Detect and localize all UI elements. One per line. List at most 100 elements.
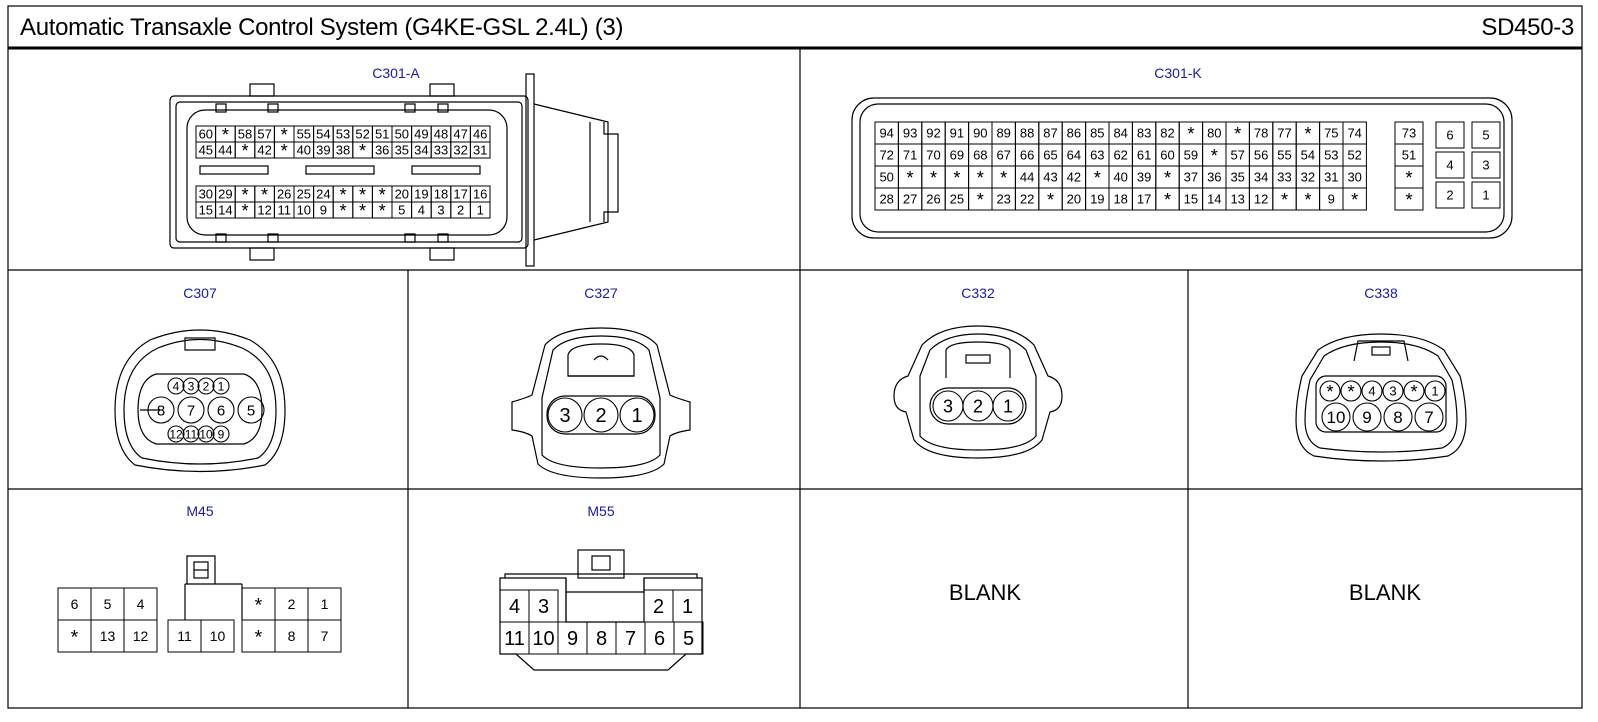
c307-pin-circle: [167, 377, 185, 395]
pin-label: 20: [1067, 192, 1081, 207]
c301k-label: C301-K: [1154, 65, 1202, 81]
pin-label: 5: [104, 596, 112, 612]
pin-label: 36: [1207, 170, 1221, 185]
pin-label: *: [379, 201, 386, 221]
pin-label: 11: [185, 427, 198, 441]
pin-label: 13: [1230, 192, 1244, 207]
pin-label: *: [977, 190, 984, 210]
pin-label: 1: [218, 379, 225, 393]
pin-label: 71: [903, 148, 917, 163]
pin-label: 7: [187, 402, 195, 419]
pin-label: *: [1047, 190, 1054, 210]
pin-label: 5: [683, 628, 694, 650]
pin-label: 11: [504, 628, 525, 650]
c338-pin-circle: [1319, 380, 1341, 402]
pin-label: 7: [625, 628, 636, 650]
pin-label: 9: [567, 628, 578, 650]
pin-label: 35: [395, 143, 409, 158]
pin-label: 15: [1184, 192, 1198, 207]
pin-label: 23: [996, 192, 1010, 207]
c307-pin-circle: [197, 425, 215, 443]
m45-label: M45: [186, 503, 213, 519]
pin-label: *: [977, 168, 984, 188]
pin-label: 56: [1254, 148, 1268, 163]
pin-label: 19: [1090, 192, 1104, 207]
pin-label: 29: [218, 187, 232, 202]
pin-label: 91: [950, 126, 964, 141]
pin-label: *: [241, 201, 248, 221]
pin-label: 46: [473, 127, 487, 142]
c327-pin-circle: [619, 397, 655, 433]
pin-label: 19: [414, 187, 428, 202]
c332-housing: [893, 325, 1063, 459]
pin-label: *: [339, 185, 346, 205]
pin-label: *: [1211, 146, 1218, 166]
pin-label: 20: [395, 187, 409, 202]
layout-grid: [7, 5, 1583, 709]
m45-pin-cell: [307, 619, 342, 653]
pin-label: 16: [473, 187, 487, 202]
pin-label: 8: [157, 402, 165, 419]
pin-label: *: [1405, 190, 1412, 210]
pin-label: 6: [71, 596, 79, 612]
c301k-pin-cell: [1435, 121, 1465, 149]
page-title: Automatic Transaxle Control System (G4KE…: [20, 14, 624, 41]
title-bar: Automatic Transaxle Control System (G4KE…: [8, 6, 1582, 46]
pin-label: *: [1351, 190, 1358, 210]
page-code: SD450-3: [1481, 14, 1574, 41]
pin-label: *: [1410, 382, 1417, 402]
pin-label: 35: [1230, 170, 1244, 185]
pin-label: 64: [1067, 148, 1081, 163]
pin-label: 27: [903, 192, 917, 207]
pin-label: 73: [1402, 126, 1416, 141]
pin-label: 14: [1207, 192, 1221, 207]
c338-pin-circle: [1361, 380, 1383, 402]
c338-pin-circle: [1382, 380, 1404, 402]
pin-label: *: [1000, 168, 1007, 188]
c301k-pin-cell: [1342, 187, 1367, 211]
c338-housing: [1295, 333, 1467, 462]
pin-label: 24: [316, 187, 330, 202]
c307-pin-circle: [197, 377, 215, 395]
pin-label: *: [281, 141, 288, 161]
c307-housing: [114, 329, 286, 473]
pin-label: 86: [1067, 126, 1081, 141]
pin-label: 10: [199, 427, 213, 441]
pin-label: *: [71, 627, 79, 649]
pin-label: 53: [336, 127, 350, 142]
pin-label: *: [1326, 382, 1333, 402]
pin-label: 13: [100, 628, 116, 644]
pin-label: 50: [395, 127, 409, 142]
pin-label: 69: [950, 148, 964, 163]
pin-label: 1: [631, 405, 642, 427]
c338-pin-circle: [1424, 380, 1446, 402]
pin-label: 25: [297, 187, 311, 202]
pin-label: *: [1405, 168, 1412, 188]
blank-label-right: BLANK: [1349, 580, 1421, 605]
pin-label: 4: [1368, 384, 1375, 399]
pin-label: *: [359, 185, 366, 205]
pin-label: 66: [1020, 148, 1034, 163]
pin-label: 60: [1160, 148, 1174, 163]
pin-label: *: [255, 595, 263, 617]
pin-label: 2: [653, 596, 664, 618]
pin-label: *: [241, 185, 248, 205]
c301k-housing: [851, 97, 1513, 239]
pin-label: 48: [434, 127, 448, 142]
pin-label: 5: [247, 402, 255, 419]
pin-label: *: [1304, 124, 1311, 144]
pin-label: 39: [1137, 170, 1151, 185]
pin-label: 3: [1482, 158, 1489, 173]
pin-label: *: [359, 201, 366, 221]
pin-label: *: [255, 627, 263, 649]
pin-label: 93: [903, 126, 917, 141]
pin-label: 15: [199, 203, 213, 218]
pin-label: 87: [1043, 126, 1057, 141]
pin-label: *: [1187, 124, 1194, 144]
pin-label: 4: [137, 596, 145, 612]
pin-label: 12: [169, 427, 183, 441]
c301k-pin-cell: [1471, 181, 1501, 209]
pin-label: 92: [926, 126, 940, 141]
